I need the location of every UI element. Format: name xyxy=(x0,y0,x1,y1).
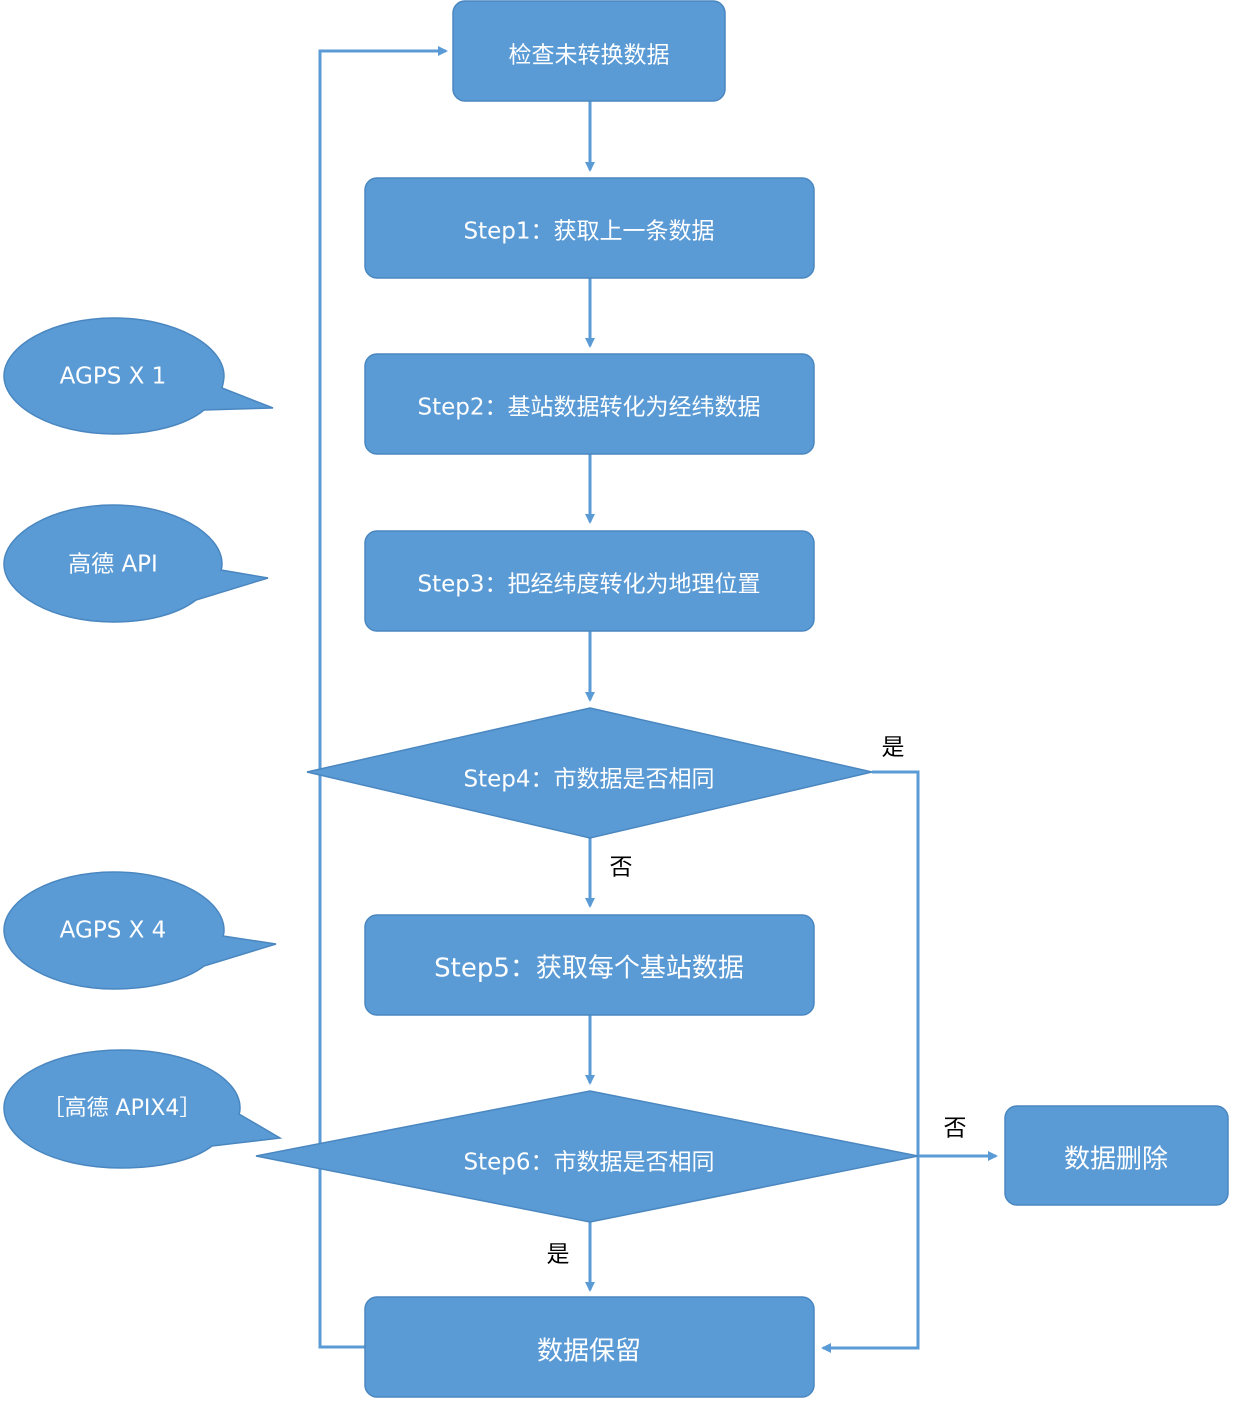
node-check-label: 检查未转换数据 xyxy=(509,43,670,69)
edge-label-step4-no: 否 xyxy=(610,855,633,881)
edge-step4-yes-to-keep xyxy=(821,770,920,1353)
callout-agps-x1: AGPS X 1 xyxy=(3,317,274,435)
node-step2: Step2：基站数据转化为经纬数据 xyxy=(364,353,815,455)
node-step6: Step6：市数据是否相同 xyxy=(255,1090,919,1223)
node-step1-label: Step1：获取上一条数据 xyxy=(463,219,714,245)
callout-agps-x4-label: AGPS X 4 xyxy=(60,918,167,944)
node-delete: 数据删除 xyxy=(1004,1105,1229,1206)
callout-agps-x4: AGPS X 4 xyxy=(3,871,277,990)
node-step3-label: Step3：把经纬度转化为地理位置 xyxy=(417,572,760,598)
edge-keep-loop-to-check xyxy=(318,46,448,1349)
node-step5-label: Step5：获取每个基站数据 xyxy=(434,954,744,984)
callout-agps-x1-label: AGPS X 1 xyxy=(60,364,167,390)
node-keep: 数据保留 xyxy=(364,1296,815,1398)
node-step4: Step4：市数据是否相同 xyxy=(306,707,873,839)
node-step6-label: Step6：市数据是否相同 xyxy=(463,1150,714,1176)
callout-gaode-apix4-label: ［高德 APIX4］ xyxy=(43,1096,202,1121)
node-step1: Step1：获取上一条数据 xyxy=(364,177,815,279)
callout-gaode-api: 高德 API xyxy=(3,504,269,623)
node-keep-label: 数据保留 xyxy=(537,1337,641,1367)
edge-label-step6-yes: 是 xyxy=(547,1242,570,1268)
node-check: 检查未转换数据 xyxy=(452,0,726,102)
callout-gaode-api-label: 高德 API xyxy=(68,552,158,578)
node-step5: Step5：获取每个基站数据 xyxy=(364,914,815,1016)
connectors xyxy=(318,46,998,1353)
node-step2-label: Step2：基站数据转化为经纬数据 xyxy=(417,395,760,421)
callout-gaode-apix4: ［高德 APIX4］ xyxy=(3,1049,283,1169)
node-delete-label: 数据删除 xyxy=(1064,1145,1168,1175)
edge-label-step4-yes: 是 xyxy=(882,735,905,761)
node-step4-label: Step4：市数据是否相同 xyxy=(463,767,714,793)
node-step3: Step3：把经纬度转化为地理位置 xyxy=(364,530,815,632)
edge-label-step6-no: 否 xyxy=(944,1116,967,1142)
